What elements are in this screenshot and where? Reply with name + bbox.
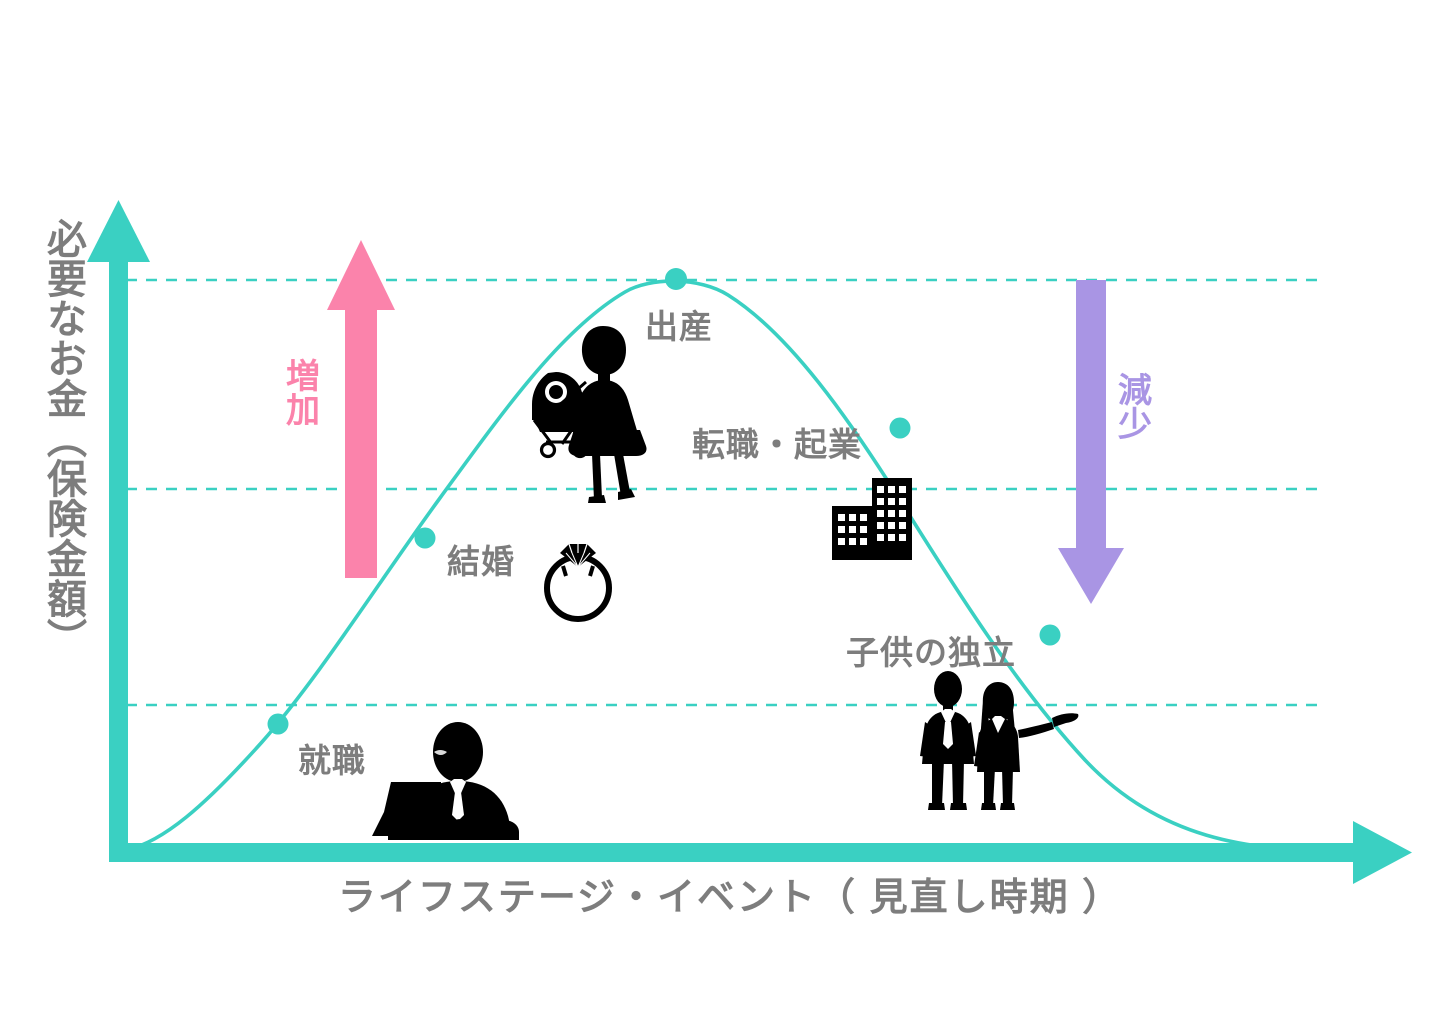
business-couple-icon <box>920 671 1079 810</box>
diamond-ring-icon <box>544 543 612 622</box>
marker-independence[interactable] <box>1039 624 1061 646</box>
event-label-independence: 子供の独立 <box>846 634 1016 671</box>
decrease-arrow-label: 減少 <box>1112 372 1151 440</box>
event-label-childbirth: 出産 <box>645 308 713 345</box>
marker-childbirth[interactable] <box>665 268 687 290</box>
insurance-need-curve <box>116 279 1337 853</box>
marker-employment[interactable] <box>267 713 289 735</box>
office-worker-laptop-icon <box>372 722 519 840</box>
y-axis <box>87 200 150 852</box>
marker-career-change[interactable] <box>889 417 911 439</box>
x-axis <box>109 821 1412 884</box>
event-label-career-change: 転職・起業 <box>692 426 862 463</box>
mother-with-stroller-icon <box>532 326 647 503</box>
marker-marriage[interactable] <box>414 527 436 549</box>
curve-markers <box>267 268 1061 735</box>
decrease-arrow <box>1058 280 1124 604</box>
increase-arrow-label: 増加 <box>280 358 319 426</box>
gridlines <box>126 278 1322 707</box>
x-axis-label: ライフステージ・イベント（ 見直し時期 ） <box>337 877 1123 919</box>
y-axis-label: 必要なお金（保険金額） <box>41 218 85 658</box>
increase-arrow <box>327 240 395 578</box>
event-label-employment: 就職 <box>298 742 366 779</box>
event-label-marriage: 結婚 <box>447 543 515 580</box>
office-buildings-icon <box>832 478 912 560</box>
